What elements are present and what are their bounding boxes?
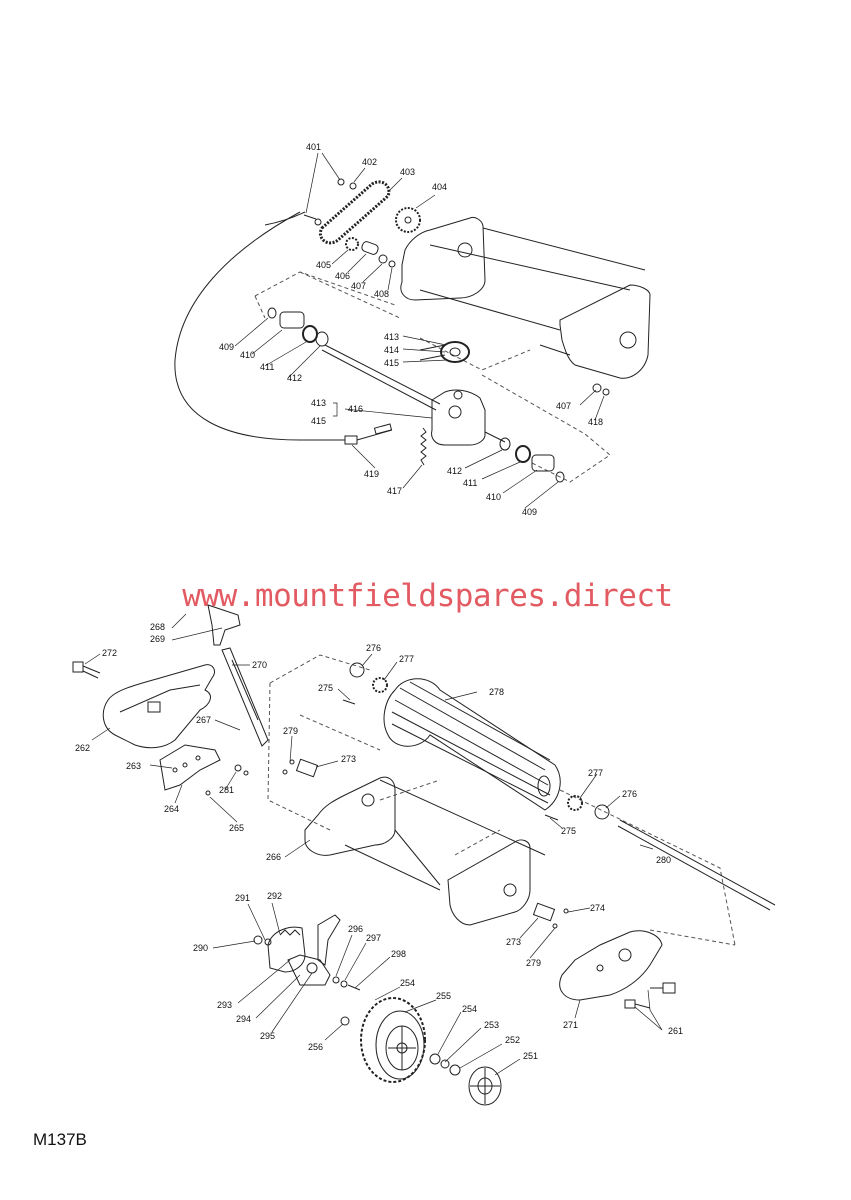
upper-assembly <box>174 152 651 509</box>
part-label: 402 <box>362 157 377 167</box>
part-label: 266 <box>266 852 281 862</box>
lower-assembly <box>72 604 776 1106</box>
part-label: 412 <box>447 466 462 476</box>
part-label: 414 <box>384 345 399 355</box>
part-label: 261 <box>668 1026 683 1036</box>
part-label: 251 <box>523 1051 538 1061</box>
part-label: 296 <box>348 924 363 934</box>
part-label: 278 <box>489 687 504 697</box>
part-label: 401 <box>306 142 321 152</box>
chain-part <box>319 180 391 245</box>
bracket-263 <box>159 744 221 791</box>
part-label: 265 <box>229 823 244 833</box>
wheel <box>360 997 426 1083</box>
lower-roller-frame <box>304 776 546 926</box>
part-label: 254 <box>400 978 415 988</box>
watermark: www.mountfieldspares.direct <box>182 578 673 614</box>
part-label: 277 <box>588 768 603 778</box>
part-label: 275 <box>318 683 333 693</box>
part-label: 279 <box>283 726 298 736</box>
part-label: 281 <box>219 785 234 795</box>
part-label: 409 <box>219 342 234 352</box>
sprocket-large <box>395 207 421 233</box>
gearbox <box>431 389 506 446</box>
hubcap <box>468 1066 502 1106</box>
part-label: 280 <box>656 855 671 865</box>
part-label: 295 <box>260 1031 275 1041</box>
part-label: 415 <box>384 358 399 368</box>
part-label: 272 <box>102 648 117 658</box>
part-label: 406 <box>335 271 350 281</box>
part-label: 411 <box>463 478 477 488</box>
part-label: 253 <box>484 1020 499 1030</box>
cable-end <box>344 423 393 445</box>
part-label: 268 <box>150 622 165 632</box>
part-label: 294 <box>236 1014 251 1024</box>
height-adjuster <box>253 914 361 991</box>
part-label: 254 <box>462 1004 477 1014</box>
part-label: 252 <box>505 1035 520 1045</box>
part-label: 409 <box>522 507 537 517</box>
part-label: 256 <box>308 1042 323 1052</box>
diagram-code: M137B <box>33 1130 87 1149</box>
part-label: 279 <box>526 958 541 968</box>
part-label: 298 <box>391 949 406 959</box>
right-shaft-bearings <box>499 437 565 483</box>
part-label: 262 <box>75 743 90 753</box>
part-label: 403 <box>400 167 415 177</box>
upper-roller-frame <box>400 217 651 396</box>
part-label: 274 <box>590 903 605 913</box>
part-label: 269 <box>150 634 165 644</box>
part-label: 411 <box>260 362 274 372</box>
part-label: 292 <box>267 891 282 901</box>
spring <box>420 427 427 466</box>
part-label: 297 <box>366 933 381 943</box>
part-label: 410 <box>240 350 255 360</box>
part-label: 418 <box>588 417 603 427</box>
part-label: 407 <box>351 281 366 291</box>
part-label: 263 <box>126 761 141 771</box>
shaft <box>617 819 776 911</box>
part-label: 264 <box>164 804 179 814</box>
left-side-cover <box>102 664 215 749</box>
lower-part-labels: 268 269 270 272 262 267 263 264 281 265 … <box>75 622 683 1061</box>
part-label: 273 <box>341 754 356 764</box>
part-label: 408 <box>374 289 389 299</box>
roller <box>383 678 561 811</box>
part-label: 273 <box>506 937 521 947</box>
part-label: 267 <box>196 715 211 725</box>
part-label: 413 <box>384 332 399 342</box>
part-label: 291 <box>235 893 250 903</box>
part-label: 271 <box>563 1020 578 1030</box>
part-label: 275 <box>561 826 576 836</box>
part-label: 410 <box>486 492 501 502</box>
part-label: 270 <box>252 660 267 670</box>
part-label: 416 <box>348 404 363 414</box>
bolt-272 <box>72 661 101 679</box>
part-label: 417 <box>387 486 402 496</box>
part-label: 404 <box>432 182 447 192</box>
right-side-cover <box>559 930 663 1001</box>
part-label: 415 <box>311 416 326 426</box>
handle-bracket <box>207 604 269 747</box>
part-label: 290 <box>193 943 208 953</box>
part-label: 276 <box>622 789 637 799</box>
part-label: 405 <box>316 260 331 270</box>
part-label: 276 <box>366 643 381 653</box>
part-label: 413 <box>311 398 326 408</box>
upper-part-labels: 401 402 403 404 405 406 407 408 409 410 … <box>219 142 603 517</box>
part-label: 407 <box>556 401 571 411</box>
part-label: 277 <box>399 654 414 664</box>
part-label: 412 <box>287 373 302 383</box>
left-shaft-bearings <box>267 307 441 411</box>
part-label: 419 <box>364 469 379 479</box>
part-label: 255 <box>436 991 451 1001</box>
part-label: 293 <box>217 1000 232 1010</box>
sprocket-small <box>345 237 359 251</box>
